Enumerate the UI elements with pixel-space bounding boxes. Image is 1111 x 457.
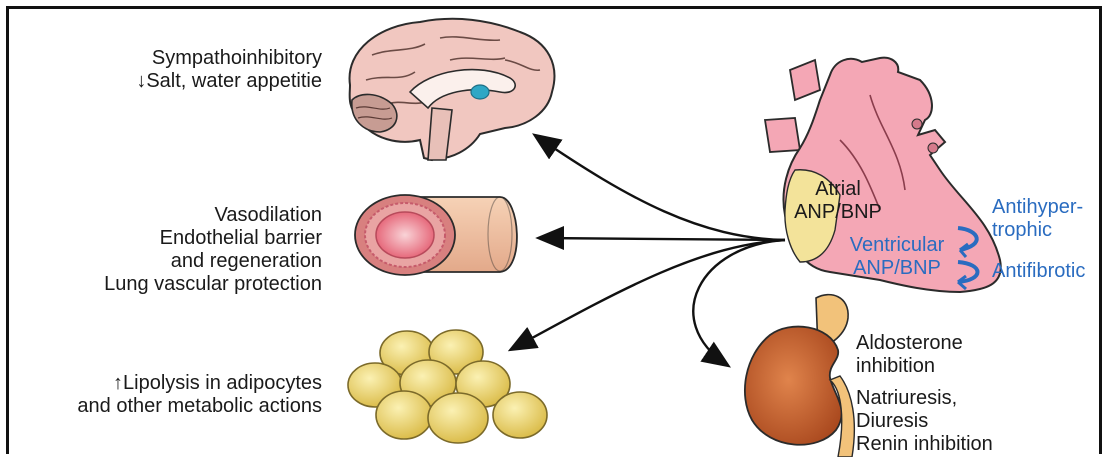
vessel-illustration — [355, 195, 517, 275]
down-arrow-icon: ↓ — [136, 70, 146, 92]
antihypertrophic-line: trophic — [992, 219, 1107, 242]
vessel-effects: Vasodilation Endothelial barrier and reg… — [40, 204, 322, 296]
brain-effect-salt-water: ↓Salt, water appetitie — [40, 70, 322, 93]
kidney-effect-line: Aldosterone — [856, 332, 1076, 355]
vessel-effect-line: Vasodilation — [40, 204, 322, 227]
fat-effect-lipolysis-text: Lipolysis in adipocytes — [123, 372, 322, 394]
antihypertrophic-line: Antihyper- — [992, 196, 1107, 219]
atrial-label: Atrial ANP/BNP — [788, 178, 888, 224]
connector-arrows — [512, 136, 785, 365]
brain-effects: Sympathoinhibitory ↓Salt, water appetiti… — [40, 47, 322, 93]
kidney-effects-b: Natriuresis, Diuresis Renin inhibition — [856, 387, 1076, 456]
brain-effect-sympathoinhibitory: Sympathoinhibitory — [40, 47, 322, 70]
vessel-effect-line: Lung vascular protection — [40, 273, 322, 296]
kidney-effect-line: Renin inhibition — [856, 433, 1076, 456]
kidney-effects-a: Aldosterone inhibition — [856, 332, 1076, 378]
ventricular-label: Ventricular ANP/BNP — [832, 234, 962, 280]
antihypertrophic-label: Antihyper- trophic — [992, 196, 1107, 242]
arrow-to-fat — [512, 240, 785, 349]
atrial-label-line: ANP/BNP — [788, 201, 888, 224]
brain-effect-salt-water-text: Salt, water appetitie — [146, 70, 322, 92]
atrial-label-line: Atrial — [788, 178, 888, 201]
kidney-effect-line: Diuresis — [856, 410, 1076, 433]
arrow-to-brain — [536, 136, 785, 240]
up-arrow-icon: ↑ — [113, 372, 123, 394]
brain-illustration — [350, 19, 555, 160]
kidney-effect-line: inhibition — [856, 355, 1076, 378]
vessel-effect-line: Endothelial barrier — [40, 227, 322, 250]
fat-effect-lipolysis: ↑Lipolysis in adipocytes — [0, 372, 322, 395]
arrow-to-vessel — [540, 238, 785, 240]
fat-effects: ↑Lipolysis in adipocytes and other metab… — [0, 372, 322, 418]
antifibrotic-label: Antifibrotic — [992, 260, 1107, 283]
ventricular-label-line: ANP/BNP — [832, 257, 962, 280]
kidney-illustration — [745, 295, 854, 457]
kidney-effect-line: Natriuresis, — [856, 387, 1076, 410]
vessel-effect-line: and regeneration — [40, 250, 322, 273]
fat-effect-metabolic: and other metabolic actions — [0, 395, 322, 418]
ventricular-label-line: Ventricular — [832, 234, 962, 257]
